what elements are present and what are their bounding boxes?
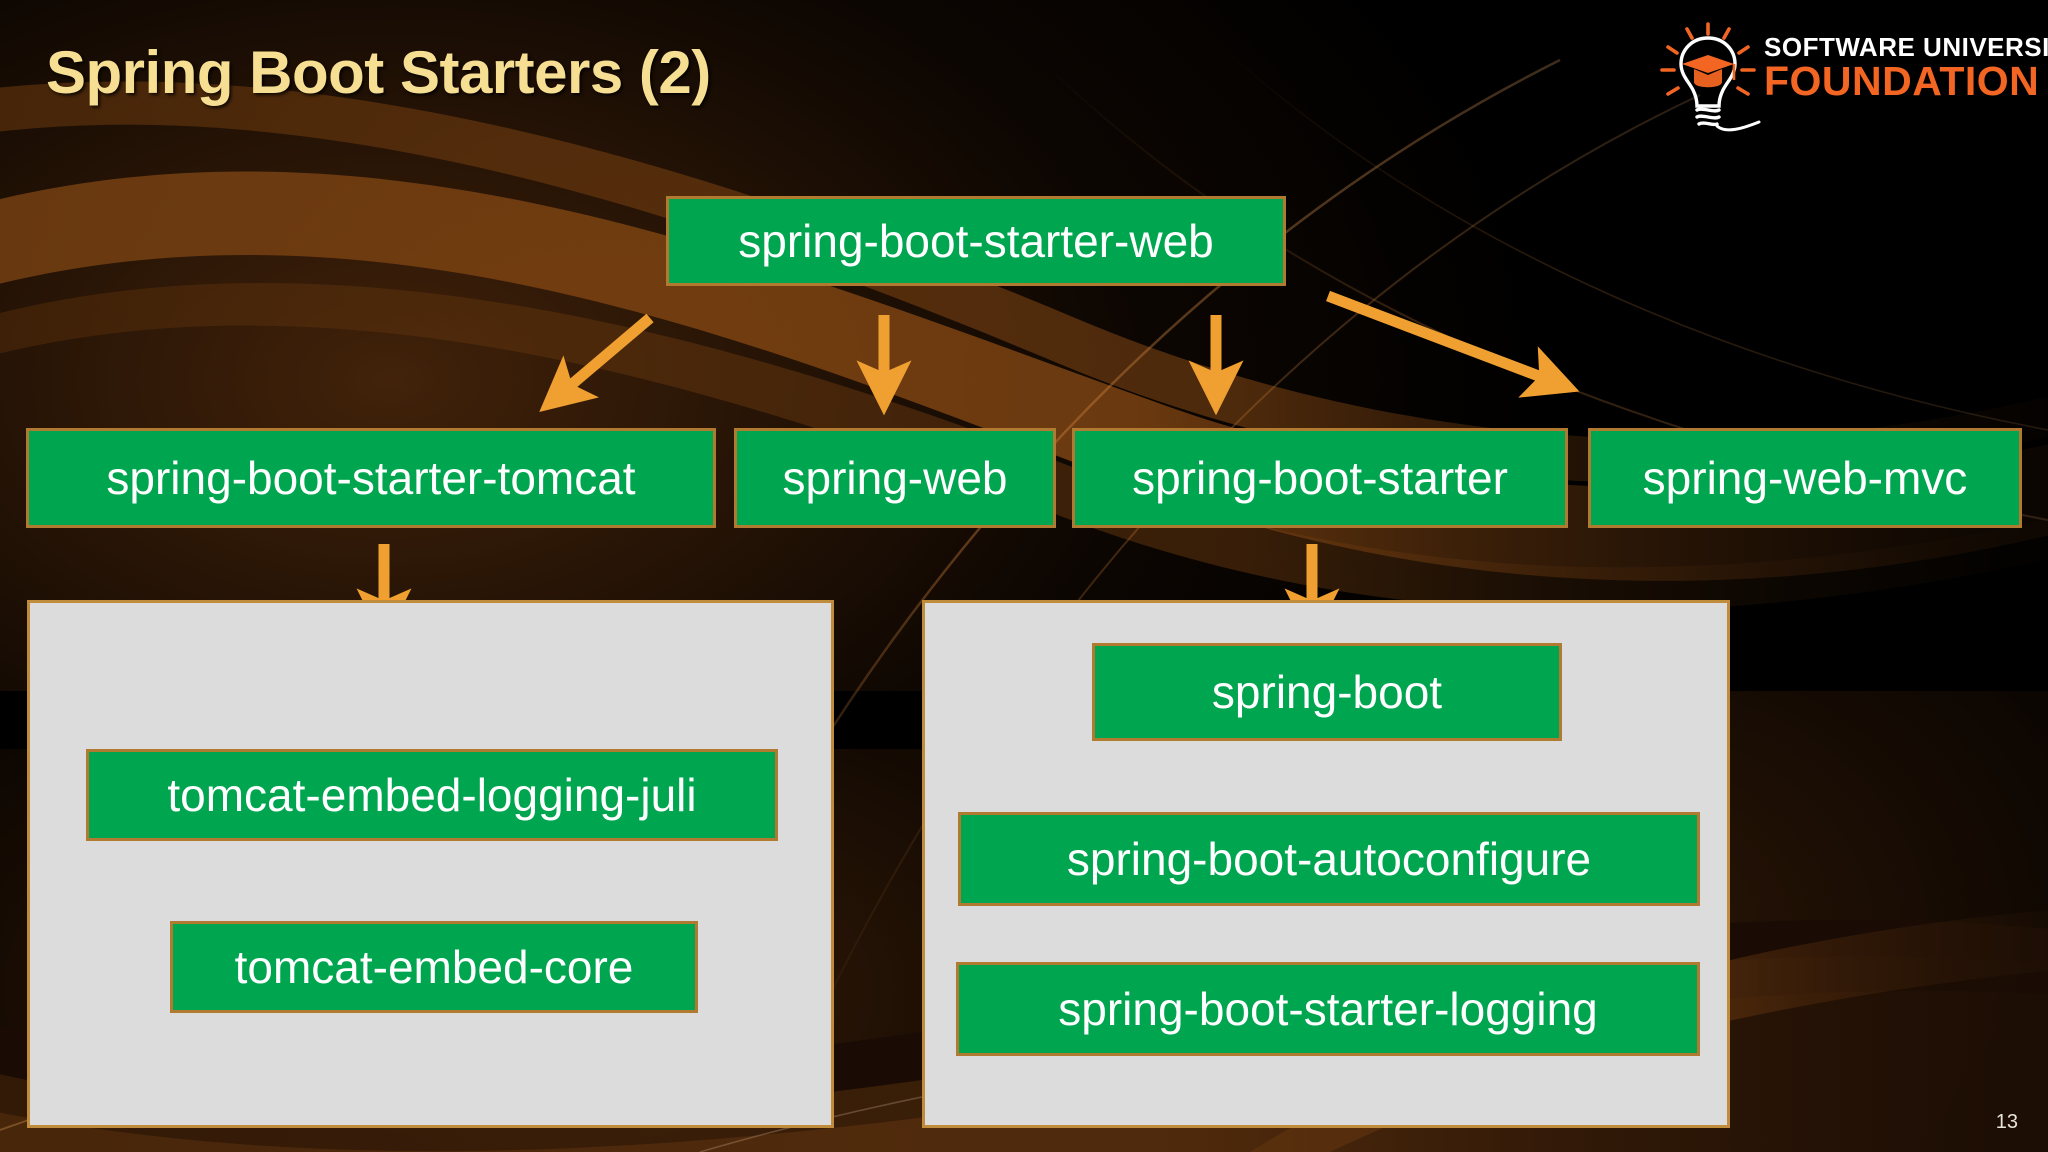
node-spring-boot-starter-web[interactable]: spring-boot-starter-web	[666, 196, 1286, 286]
page-number: 13	[1995, 1111, 2018, 1133]
arrow-root-to-spring-web-mvc	[1326, 290, 1580, 398]
logo-line1: SOFTWARE UNIVERSITY	[1764, 32, 2048, 62]
lightbulb-graduation-cap-icon	[1660, 22, 1761, 132]
node-spring-web-mvc[interactable]: spring-web-mvc	[1588, 428, 2022, 528]
node-label: spring-web-mvc	[1642, 452, 1968, 504]
tomcat-dependencies-panel	[27, 600, 834, 1128]
node-spring-web[interactable]: spring-web	[734, 428, 1056, 528]
node-label: spring-boot-starter-tomcat	[106, 452, 636, 504]
node-tomcat-embed-core[interactable]: tomcat-embed-core	[170, 921, 698, 1013]
arrow-group-root-to-level2	[539, 290, 1580, 416]
node-spring-boot-starter-logging[interactable]: spring-boot-starter-logging	[956, 962, 1700, 1056]
arrow-root-to-tomcat-starter	[539, 313, 654, 412]
node-spring-boot-autoconfigure[interactable]: spring-boot-autoconfigure	[958, 812, 1700, 906]
node-label: tomcat-embed-core	[234, 941, 634, 993]
node-label: spring-boot	[1211, 666, 1443, 718]
logo-line2: FOUNDATION	[1764, 58, 2040, 104]
software-university-foundation-logo: SOFTWARE UNIVERSITY FOUNDATION	[1656, 22, 2048, 132]
page-title: Spring Boot Starters (2)	[46, 39, 711, 106]
node-label: spring-web	[782, 452, 1008, 504]
node-label: spring-boot-autoconfigure	[1066, 833, 1592, 885]
node-label: spring-boot-starter-logging	[1058, 983, 1598, 1035]
node-spring-boot[interactable]: spring-boot	[1092, 643, 1562, 741]
node-label: spring-boot-starter-web	[738, 215, 1214, 267]
node-spring-boot-starter[interactable]: spring-boot-starter	[1072, 428, 1568, 528]
node-tomcat-embed-logging-juli[interactable]: tomcat-embed-logging-juli	[86, 749, 778, 841]
node-label: spring-boot-starter	[1132, 452, 1508, 504]
node-spring-boot-starter-tomcat[interactable]: spring-boot-starter-tomcat	[26, 428, 716, 528]
node-label: tomcat-embed-logging-juli	[167, 769, 697, 821]
